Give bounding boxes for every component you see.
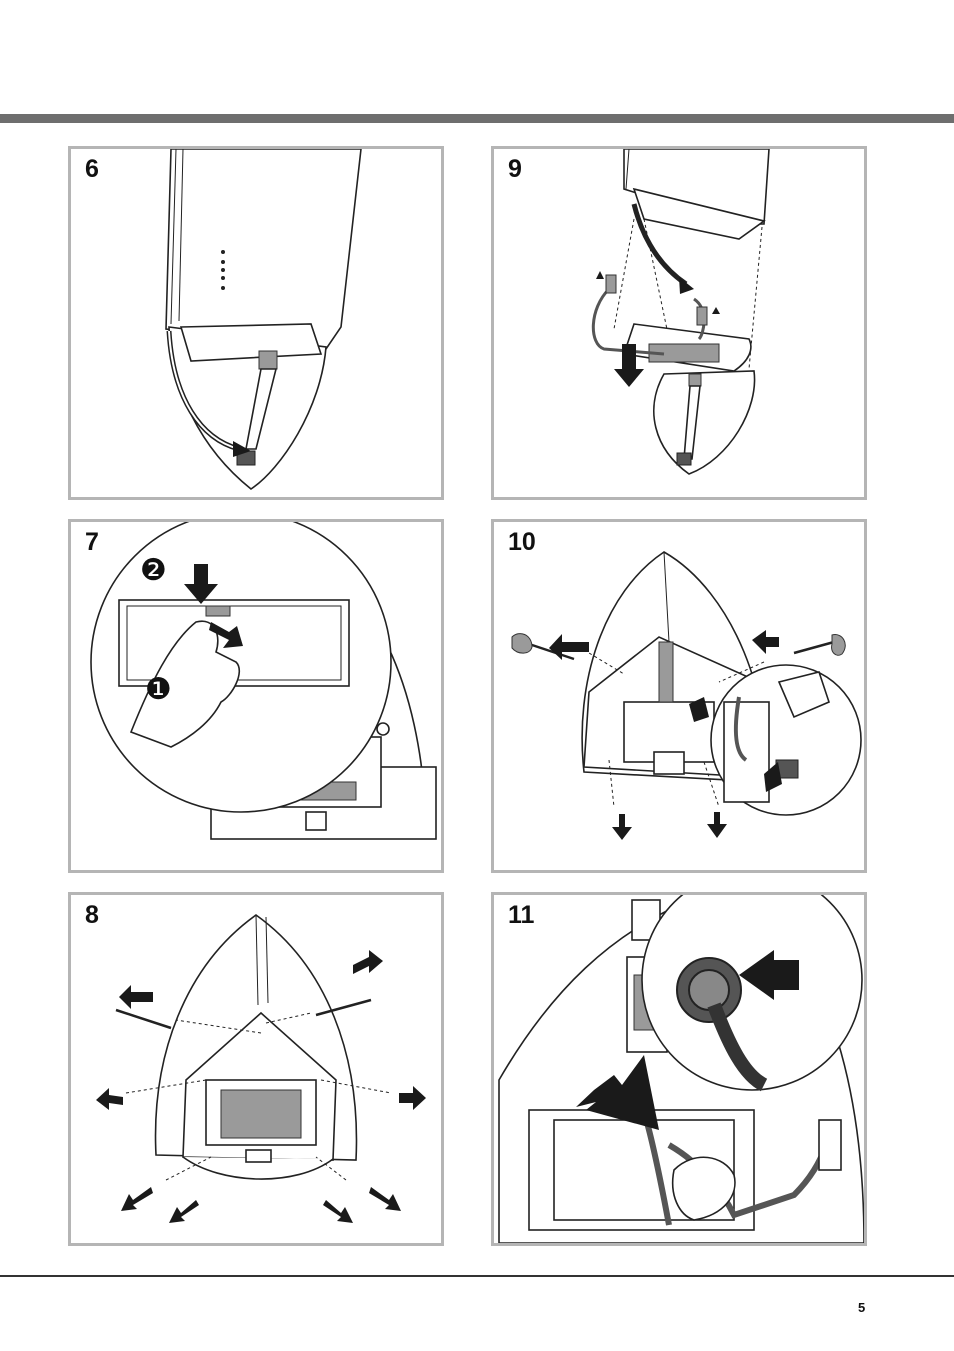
step-8-illustration — [71, 895, 441, 1243]
step-6-illustration — [71, 149, 441, 497]
step-number: 6 — [85, 155, 99, 184]
step-11-illustration — [494, 895, 864, 1243]
page-number: 5 — [858, 1300, 865, 1315]
header-bar — [0, 114, 954, 123]
step-number: 9 — [508, 155, 522, 184]
step-number: 8 — [85, 901, 99, 930]
step-7-panel: 7 ❷ ❶ — [68, 519, 444, 873]
step-number: 7 — [85, 528, 99, 557]
step-9-panel: 9 — [491, 146, 867, 500]
step-6-panel: 6 — [68, 146, 444, 500]
step-number: 10 — [508, 528, 536, 557]
step-7-illustration — [71, 522, 441, 870]
step-10-panel: 10 — [491, 519, 867, 873]
step-11-panel: 11 — [491, 892, 867, 1246]
step-marker-1: ❶ — [145, 675, 172, 705]
footer-rule — [0, 1275, 954, 1277]
step-9-illustration — [494, 149, 864, 497]
step-marker-2: ❷ — [140, 556, 167, 586]
step-10-illustration — [494, 522, 864, 870]
step-number: 11 — [508, 901, 534, 930]
step-8-panel: 8 — [68, 892, 444, 1246]
